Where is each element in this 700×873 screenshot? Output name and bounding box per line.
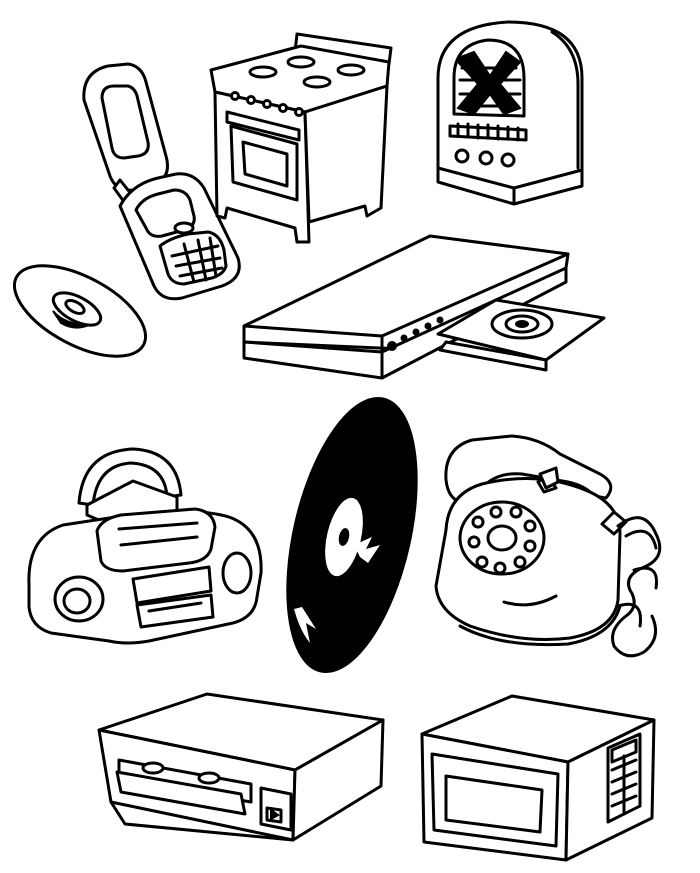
- compact-disc-icon: [5, 255, 155, 370]
- vinyl-record-icon: [280, 395, 425, 675]
- vintage-radio-icon: [432, 18, 592, 208]
- stove-icon: [205, 30, 400, 250]
- dvd-player-icon: [240, 232, 610, 382]
- boombox-icon: [25, 445, 265, 655]
- microwave-icon: [418, 690, 663, 865]
- flip-phone-icon: [80, 60, 245, 305]
- vcr-icon: [95, 690, 390, 845]
- rotary-telephone-icon: [430, 430, 670, 665]
